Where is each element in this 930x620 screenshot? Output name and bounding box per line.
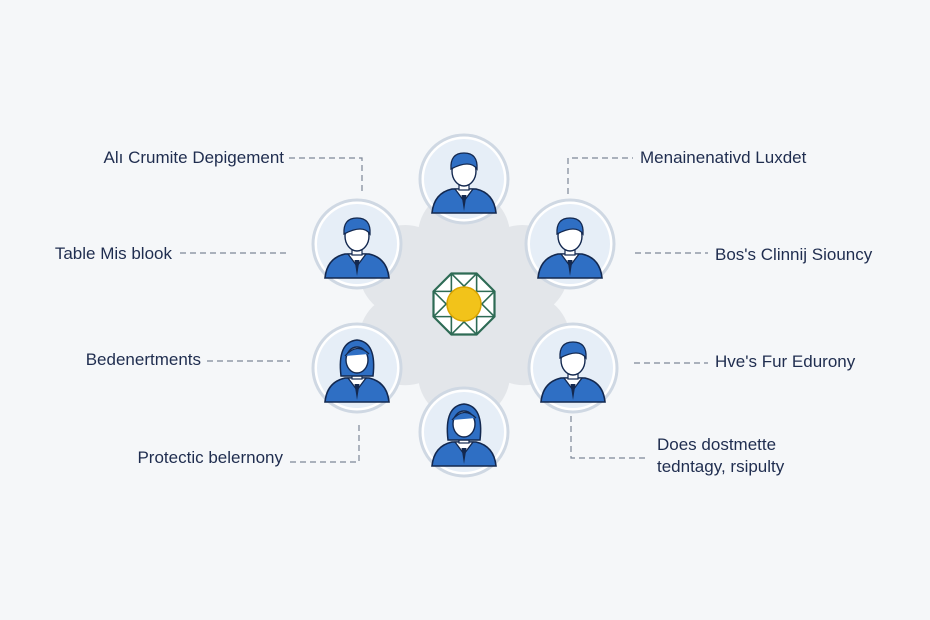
person-tie <box>461 195 467 211</box>
person-man-icon <box>324 217 390 279</box>
connector-line <box>290 423 360 463</box>
label-bottom-right-line-1: Does dostmette <box>657 435 777 454</box>
label-bottom-right: Does dostmette tedntagy, rsipulty <box>657 434 784 478</box>
person-hair <box>450 152 478 171</box>
label-bottom-left: Protectic belernony <box>137 448 283 467</box>
person-woman-icon <box>324 339 390 403</box>
person-fringe <box>344 347 370 357</box>
person-tie <box>354 260 360 276</box>
person-man-icon <box>431 152 497 214</box>
node-lower-left <box>311 322 403 414</box>
sun-star-icon <box>432 272 496 336</box>
person-man-icon <box>540 341 606 403</box>
label-mid-right: Bos's Clinnij Siouncy <box>715 245 873 264</box>
person-tie <box>570 384 576 400</box>
person-hair <box>556 217 584 236</box>
node-bottom <box>418 386 510 478</box>
person-woman-icon <box>431 403 497 467</box>
person-tie <box>567 260 573 276</box>
label-lower-left: Bedenertments <box>85 350 201 369</box>
node-top <box>418 133 510 225</box>
connectors <box>180 157 708 463</box>
person-man-icon <box>537 217 603 279</box>
label-bottom-right-line-2: tedntagy, rsipulty <box>657 457 785 476</box>
node-upper-right <box>524 198 616 290</box>
person-hair <box>343 217 371 236</box>
node-upper-left <box>311 198 403 290</box>
node-lower-right <box>527 322 619 414</box>
emblem-sun <box>446 286 482 322</box>
person-tie <box>354 384 360 400</box>
connector-line <box>289 157 363 194</box>
label-top-left: Alı Crumite Depigement <box>103 148 284 167</box>
label-top-right: Menainenativd Luxdet <box>640 148 807 167</box>
label-mid-left: Table Mis blook <box>54 244 172 263</box>
person-tie <box>461 448 467 464</box>
person-hair <box>559 341 587 360</box>
connector-line <box>570 416 648 459</box>
connector-line <box>567 157 633 194</box>
person-fringe <box>451 411 477 421</box>
label-lower-right: Hve's Fur Edurony <box>715 352 856 371</box>
